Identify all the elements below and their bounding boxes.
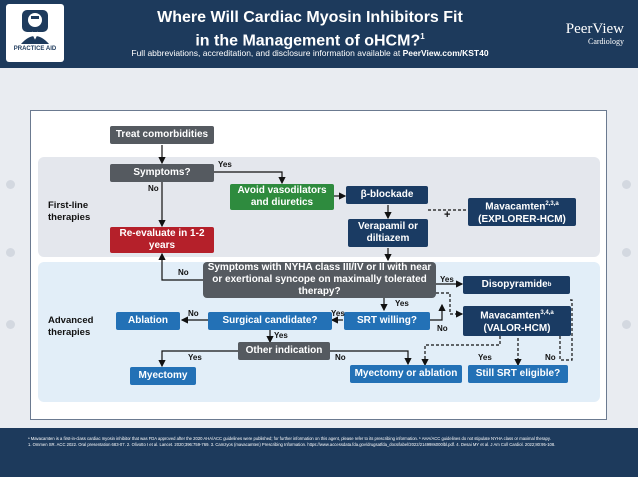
mavacamten-valor-trial: (VALOR-HCM): [483, 322, 551, 334]
other-indication-node: Other indication: [238, 342, 330, 360]
mavacamten-explorer-node: Mavacamten2,3,a (EXPLORER-HCM): [468, 198, 576, 226]
first-line-label: First-line therapies: [48, 200, 91, 223]
no-label: No: [545, 353, 556, 362]
title-line-1: Where Will Cardiac Myosin Inhibitors Fit: [157, 9, 463, 26]
doctor-icon: [21, 10, 49, 44]
title-line-2-text: in the Management of oHCM?: [195, 32, 421, 50]
subtitle-text: Full abbreviations, accreditation, and d…: [131, 48, 403, 58]
decorative-dot: [6, 180, 15, 189]
decorative-dot: [622, 248, 631, 257]
no-label: No: [178, 268, 189, 277]
yes-label: Yes: [440, 275, 454, 284]
mavacamten-valor-text: Mavacamten: [480, 310, 541, 322]
advanced-label: Advanced therapies: [48, 315, 94, 338]
title-line-2: in the Management of oHCM?1: [90, 27, 530, 50]
treat-comorbidities-node: Treat comorbidities: [110, 126, 214, 144]
mavacamten-valor-name: Mavacamten3,4,a: [480, 307, 553, 322]
footer-bar: [0, 428, 638, 477]
footnotes: ᵃ Mavacamten is a first-in-class cardiac…: [28, 436, 618, 448]
yes-label: Yes: [218, 160, 232, 169]
decorative-dot: [6, 320, 15, 329]
yes-label: Yes: [478, 353, 492, 362]
decorative-dot: [622, 320, 631, 329]
symptoms-decision-node: Symptoms?: [110, 164, 214, 182]
mavacamten-explorer-text: Mavacamten: [485, 201, 546, 213]
header-bar: PRACTICE AID Where Will Cardiac Myosin I…: [0, 0, 638, 68]
subtitle-link[interactable]: PeerView.com/KST40: [402, 48, 489, 58]
title-superscript: 1: [420, 32, 425, 41]
beta-blockade-node: β-blockade: [346, 186, 428, 204]
brand-sub: Cardiology: [588, 37, 624, 46]
mavacamten-explorer-trial: (EXPLORER-HCM): [478, 213, 566, 225]
myectomy-or-ablation-node: Myectomy or ablation: [350, 365, 462, 383]
nyha-decision-node: Symptoms with NYHA class III/IV or II wi…: [203, 262, 436, 298]
yes-label: Yes: [331, 309, 345, 318]
no-label: No: [148, 184, 159, 193]
footnote-text: ᵃ Mavacamten is a first-in-class cardiac…: [28, 436, 551, 441]
re-evaluate-node: Re-evaluate in 1-2 years: [110, 227, 214, 253]
no-label: No: [188, 309, 199, 318]
references-text: 1. Ommen SR. ACC 2022. Oral presentation…: [28, 442, 556, 447]
practice-aid-logo: PRACTICE AID: [6, 4, 64, 62]
page-title: Where Will Cardiac Myosin Inhibitors Fit…: [90, 8, 530, 50]
subtitle: Full abbreviations, accreditation, and d…: [90, 48, 530, 58]
yes-label: Yes: [395, 299, 409, 308]
verapamil-node: Verapamil or diltiazem: [348, 219, 428, 247]
still-srt-eligible-node: Still SRT eligible?: [468, 365, 568, 383]
mavacamten-valor-node: Mavacamten3,4,a (VALOR-HCM): [463, 306, 571, 336]
mavacamten-explorer-sup: 2,3,a: [545, 201, 559, 208]
disopyramide-text: Disopyramide: [481, 279, 548, 290]
disopyramide-sup: b: [547, 282, 552, 288]
decorative-dot: [6, 248, 15, 257]
mavacamten-valor-sup: 3,4,a: [540, 310, 554, 317]
no-label: No: [335, 353, 346, 362]
avoid-vasodilators-node: Avoid vasodilators and diuretics: [230, 184, 334, 210]
yes-label: Yes: [188, 353, 202, 362]
mavacamten-explorer-name: Mavacamten2,3,a: [485, 198, 558, 213]
plus-label: +: [444, 209, 451, 221]
peerview-brand: PeerView Cardiology: [565, 21, 624, 47]
no-label: No: [437, 324, 448, 333]
yes-label: Yes: [274, 331, 288, 340]
myectomy-node: Myectomy: [130, 367, 196, 385]
brand-name: PeerView: [565, 21, 624, 37]
surgical-candidate-node: Surgical candidate?: [208, 312, 332, 330]
srt-willing-node: SRT willing?: [344, 312, 430, 330]
ablation-node: Ablation: [116, 312, 180, 330]
logo-text: PRACTICE AID: [13, 46, 57, 52]
decorative-dot: [622, 180, 631, 189]
